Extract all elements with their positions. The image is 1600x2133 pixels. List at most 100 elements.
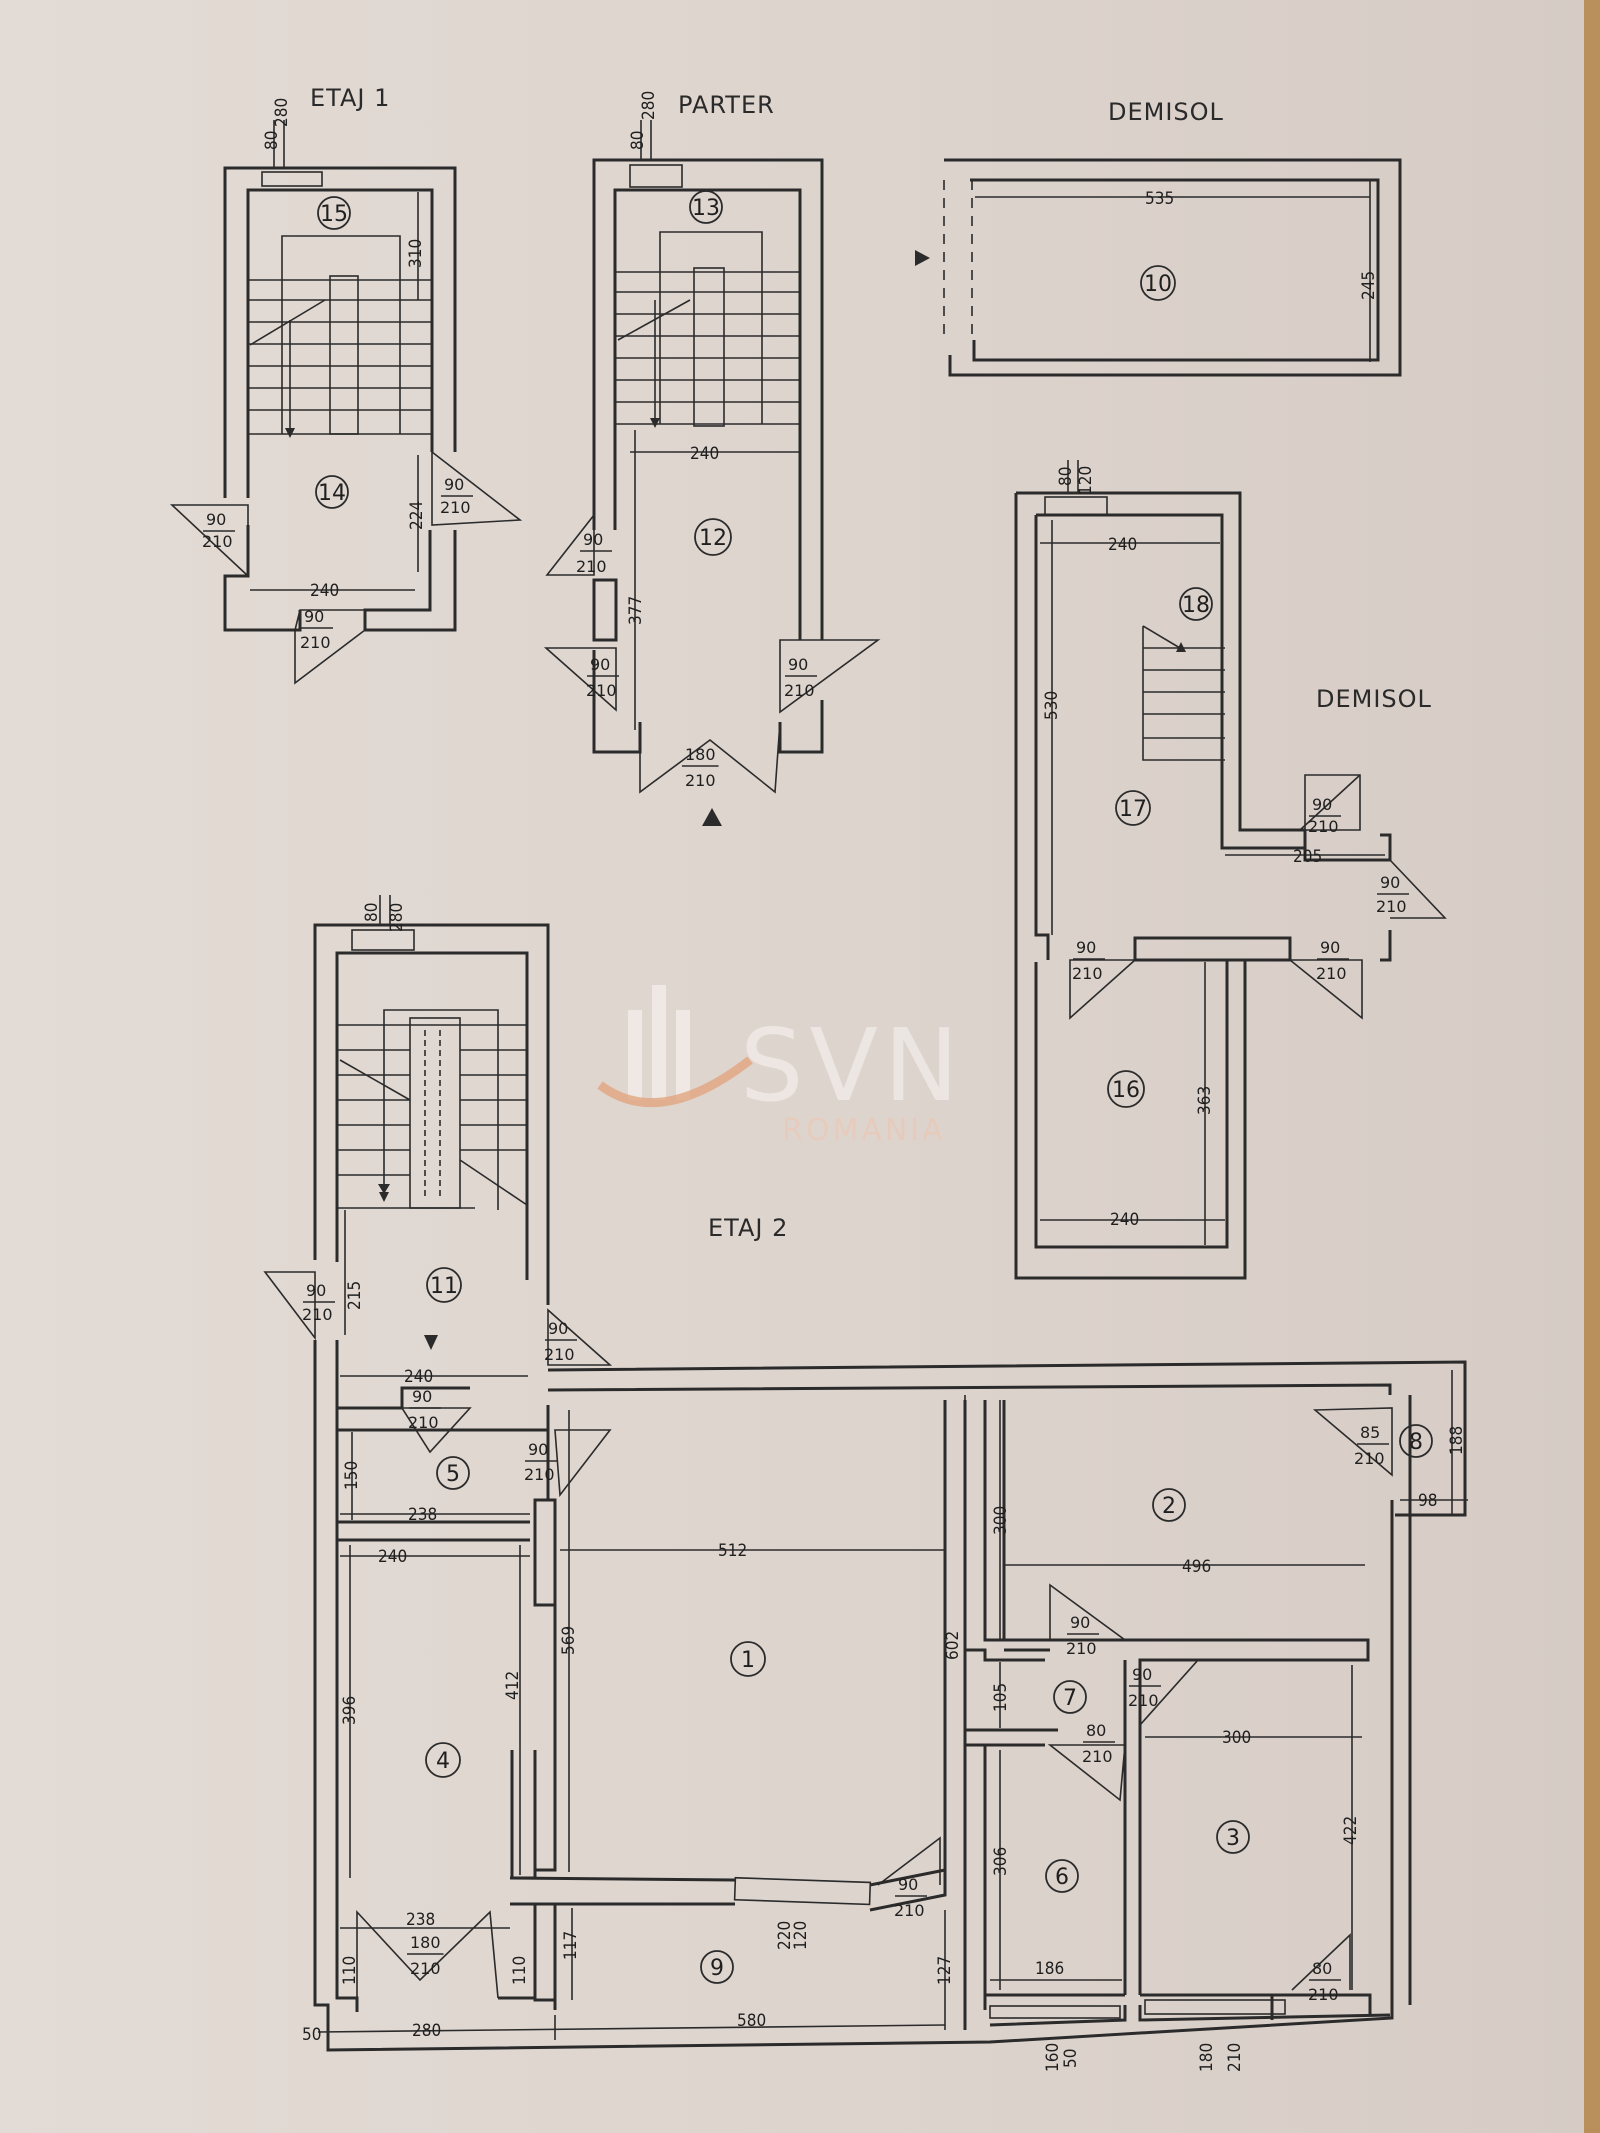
door-e2-3-w: 80	[1312, 1959, 1332, 1978]
dim-e2-220: 220	[775, 1921, 795, 1950]
dim-e2-160: 160	[1043, 2043, 1063, 2072]
door-e2-7b-h: 210	[1128, 1691, 1159, 1710]
door-e2-4-h: 210	[410, 1959, 441, 1978]
dim-e2-240b: 240	[378, 1547, 407, 1567]
dim-e2-80: 80	[362, 903, 382, 922]
door-e2-7a-w: 90	[1070, 1613, 1090, 1632]
arrow-right-icon	[915, 250, 930, 266]
title-etaj-1: ETAJ 1	[310, 84, 390, 112]
dim-e2-280b: 280	[412, 2021, 441, 2041]
dim-e2-110b: 110	[510, 1956, 530, 1985]
room-1: 1	[741, 1648, 755, 1673]
dim-e2-306: 306	[991, 1847, 1011, 1876]
dim-d-245: 245	[1359, 271, 1379, 300]
dim-e2-396: 396	[340, 1696, 360, 1725]
dim-dr-120: 120	[1076, 466, 1096, 495]
door-dr-b-h: 210	[1376, 897, 1407, 916]
door-e2-6-w: 80	[1086, 1721, 1106, 1740]
arrow-down-icon	[424, 1335, 438, 1350]
dim-e2-422: 422	[1341, 1816, 1361, 1845]
plan-etaj-2: ETAJ 2	[263, 895, 1468, 2072]
room-14: 14	[318, 481, 346, 506]
door-p-br-h: 210	[784, 681, 815, 700]
door-e2-11l-h: 210	[302, 1305, 333, 1324]
dim-e2-110a: 110	[340, 1956, 360, 1985]
dim-e2-238b: 238	[406, 1910, 435, 1930]
title-demisol-top: DEMISOL	[1108, 98, 1224, 126]
dim-e2-105: 105	[991, 1683, 1011, 1712]
room-2: 2	[1162, 1494, 1176, 1519]
room-10: 10	[1144, 272, 1172, 297]
dim-e2-300b: 300	[1222, 1728, 1251, 1748]
dim-e2-117: 117	[561, 1931, 581, 1960]
door-dr-d-h: 210	[1316, 964, 1347, 983]
room-8: 8	[1409, 1430, 1423, 1455]
door-e1-left-h: 210	[202, 532, 233, 551]
dim-e2-188: 188	[1447, 1426, 1467, 1455]
door-e2-1-w: 90	[898, 1875, 918, 1894]
door-dr-c-w: 90	[1076, 938, 1096, 957]
room-12: 12	[699, 526, 727, 551]
dim-e2-210: 210	[1225, 2043, 1245, 2072]
door-e1-right-h: 210	[440, 498, 471, 517]
dim-e2-50a: 50	[302, 2025, 321, 2045]
room-13: 13	[692, 196, 720, 221]
door-e2-8-w: 85	[1360, 1423, 1380, 1442]
dim-e2-180: 180	[1197, 2043, 1217, 2072]
dim-d-535: 535	[1145, 189, 1174, 209]
plan-etaj-1: ETAJ 1 80 280 310 224 240 15 14 90 210 9…	[169, 84, 523, 685]
door-dr-c-h: 210	[1072, 964, 1103, 983]
door-e2-5b-h: 210	[524, 1465, 555, 1484]
room-7: 7	[1063, 1686, 1077, 1711]
dim-dr-240a: 240	[1108, 535, 1137, 555]
door-e2-4-w: 180	[410, 1933, 441, 1952]
room-4: 4	[436, 1749, 450, 1774]
title-parter: PARTER	[678, 91, 775, 119]
door-dr-a-w: 90	[1312, 795, 1332, 814]
door-e2-5a-h: 210	[408, 1413, 439, 1432]
title-demisol-right: DEMISOL	[1316, 685, 1432, 713]
dim-e2-215: 215	[345, 1281, 365, 1310]
dim-p-377: 377	[626, 596, 646, 625]
door-dr-a-h: 210	[1308, 817, 1339, 836]
dim-e2-240a: 240	[404, 1367, 433, 1387]
door-e2-11r-h: 210	[544, 1345, 575, 1364]
room-6: 6	[1055, 1865, 1069, 1890]
paper-edge	[1584, 0, 1600, 2133]
dim-e1-80: 80	[262, 131, 282, 150]
dim-p-240: 240	[690, 444, 719, 464]
watermark: SVN ROMANIA	[597, 985, 959, 1148]
room-16: 16	[1112, 1078, 1140, 1103]
dim-p-80: 80	[628, 131, 648, 150]
plan-demisol-right: DEMISOL 80 120 240 530 205 363 240 18 17	[1014, 460, 1447, 1280]
door-e2-5a-w: 90	[412, 1387, 432, 1406]
door-p-left-h: 210	[576, 557, 607, 576]
dim-e2-186: 186	[1035, 1959, 1064, 1979]
door-e2-6-h: 210	[1082, 1747, 1113, 1766]
watermark-sub: ROMANIA	[782, 1113, 946, 1148]
door-p-bl-h: 210	[586, 681, 617, 700]
dim-e1-240: 240	[310, 581, 339, 601]
dim-dr-363: 363	[1195, 1086, 1215, 1115]
door-e2-7b-w: 90	[1132, 1665, 1152, 1684]
dim-e2-98: 98	[1418, 1491, 1437, 1511]
door-p-br-w: 90	[788, 655, 808, 674]
door-e2-7a-h: 210	[1066, 1639, 1097, 1658]
dim-p-280: 280	[639, 91, 659, 120]
room-18: 18	[1182, 593, 1210, 618]
door-p-main-h: 210	[685, 771, 716, 790]
door-e1-right-w: 90	[444, 475, 464, 494]
door-p-main-w: 180	[685, 745, 716, 764]
dim-e1-310: 310	[406, 239, 426, 268]
watermark-logo-icon	[597, 985, 753, 1107]
dim-e2-238a: 238	[408, 1505, 437, 1525]
dim-e2-569: 569	[559, 1626, 579, 1655]
door-dr-d-w: 90	[1320, 938, 1340, 957]
dim-dr-530: 530	[1042, 691, 1062, 720]
room-3: 3	[1226, 1826, 1240, 1851]
dim-dr-80: 80	[1056, 467, 1076, 486]
dim-e1-280: 280	[272, 98, 292, 127]
door-e1-bottom-h: 210	[300, 633, 331, 652]
door-e2-8-h: 210	[1354, 1449, 1385, 1468]
dim-e2-50b: 50	[1061, 2049, 1081, 2068]
